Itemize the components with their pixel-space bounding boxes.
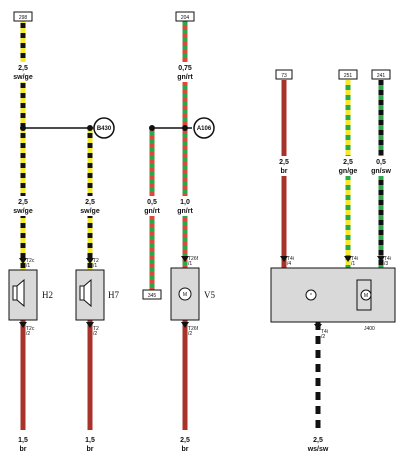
svg-text:J400: J400: [364, 326, 375, 332]
speaker-icon: [12, 285, 18, 301]
motor-icon: [178, 287, 192, 301]
label-bottom-2: 1,5 br: [85, 437, 95, 453]
component-h2: H2 T2c /1 T2c /2: [8, 258, 53, 337]
svg-text:M: M: [364, 293, 368, 299]
svg-text:T2: T2: [93, 326, 99, 332]
svg-text:1,5: 1,5: [85, 437, 95, 444]
terminal-345: 345: [142, 289, 162, 300]
svg-text:0,5: 0,5: [376, 159, 386, 166]
svg-text:T2c: T2c: [26, 326, 35, 332]
label-wire-4-bot: 1,0 gn/rt: [173, 196, 199, 216]
component-v5: M V5 T26f /1 T26f /2: [170, 256, 215, 337]
svg-text:0,75: 0,75: [178, 65, 192, 72]
splice-dot-4: [182, 125, 188, 131]
svg-text:2,5: 2,5: [180, 437, 190, 444]
svg-text:T4i: T4i: [384, 256, 391, 262]
svg-text:M: M: [183, 292, 187, 298]
splice-a106: A106: [193, 117, 215, 139]
svg-text:251: 251: [344, 73, 353, 79]
splice-b430: B430: [93, 117, 115, 139]
label-bottom-1: 1,5 br: [18, 437, 28, 453]
svg-text:345: 345: [148, 293, 157, 299]
svg-text:sw/ge: sw/ge: [80, 208, 100, 215]
svg-text:/4: /4: [287, 261, 291, 267]
svg-text:2,5: 2,5: [18, 199, 28, 206]
connector-arrows: [19, 256, 385, 330]
svg-text:sw/ge: sw/ge: [13, 208, 33, 215]
svg-text:204: 204: [181, 15, 190, 21]
terminal-298: 298: [13, 11, 33, 22]
svg-text:1,0: 1,0: [180, 199, 190, 206]
component-j400: * M J400 T4i /4 T4i /1 T4i /3 T4i /2: [270, 256, 396, 340]
svg-text:gn/ge: gn/ge: [339, 168, 358, 175]
svg-text:B430: B430: [97, 126, 112, 132]
svg-text:2,5: 2,5: [279, 159, 289, 166]
svg-text:br: br: [20, 446, 27, 453]
label-wire-1-top: 2,5 sw/ge: [10, 62, 38, 82]
terminal-73: 73: [275, 69, 293, 80]
svg-text:br: br: [87, 446, 94, 453]
svg-text:T2: T2: [93, 258, 99, 264]
svg-text:T26f: T26f: [188, 256, 199, 262]
svg-text:/1: /1: [93, 263, 97, 269]
svg-text:br: br: [182, 446, 189, 453]
svg-text:2,5: 2,5: [18, 65, 28, 72]
svg-text:/2: /2: [26, 331, 30, 337]
sensor-icon: [305, 289, 317, 301]
motor-icon: [360, 289, 372, 301]
label-wire-7: 0,5 gn/sw: [369, 156, 393, 176]
svg-text:2,5: 2,5: [85, 199, 95, 206]
svg-text:H2: H2: [42, 290, 53, 300]
svg-text:gn/rt: gn/rt: [177, 74, 193, 81]
svg-text:/1: /1: [188, 261, 192, 267]
splice-dot-1: [20, 125, 26, 131]
svg-text:br: br: [281, 168, 288, 175]
svg-text:/2: /2: [93, 331, 97, 337]
terminal-251: 251: [338, 69, 358, 80]
svg-text:T4i: T4i: [321, 329, 328, 335]
svg-text:/2: /2: [321, 334, 325, 340]
splice-dot-3: [149, 125, 155, 131]
terminal-241: 241: [371, 69, 391, 80]
terminal-204: 204: [175, 11, 195, 22]
svg-text:sw/ge: sw/ge: [13, 74, 33, 81]
svg-text:0,5: 0,5: [147, 199, 157, 206]
svg-text:241: 241: [377, 73, 386, 79]
svg-text:/3: /3: [384, 261, 388, 267]
svg-text:T26f: T26f: [188, 326, 199, 332]
svg-text:gn/sw: gn/sw: [371, 168, 391, 175]
label-bottom-4: 2,5 ws/sw: [307, 437, 329, 453]
label-wire-2: 2,5 sw/ge: [77, 196, 105, 216]
svg-text:298: 298: [19, 15, 28, 21]
svg-text:T4i: T4i: [287, 256, 294, 262]
svg-text:T4i: T4i: [351, 256, 358, 262]
speaker-icon: [79, 285, 85, 301]
svg-text:1,5: 1,5: [18, 437, 28, 444]
svg-text:/1: /1: [26, 263, 30, 269]
label-wire-3: 0,5 gn/rt: [140, 196, 164, 216]
svg-text:A106: A106: [197, 126, 212, 132]
label-wire-1-bot: 2,5 sw/ge: [10, 196, 38, 216]
svg-text:73: 73: [281, 73, 287, 79]
svg-text:*: *: [310, 293, 312, 299]
label-wire-5: 2,5 br: [274, 156, 294, 176]
svg-text:/2: /2: [188, 331, 192, 337]
label-wire-4-top: 0,75 gn/rt: [173, 62, 199, 82]
svg-text:/1: /1: [351, 261, 355, 267]
component-h7: H7 T2 /1 T2 /2: [75, 258, 119, 337]
svg-text:T2c: T2c: [26, 258, 35, 264]
svg-text:2,5: 2,5: [313, 437, 323, 444]
label-wire-6: 2,5 gn/ge: [336, 156, 360, 176]
svg-text:gn/rt: gn/rt: [177, 208, 193, 215]
svg-text:gn/rt: gn/rt: [144, 208, 160, 215]
svg-text:V5: V5: [204, 290, 215, 300]
svg-text:2,5: 2,5: [343, 159, 353, 166]
svg-text:ws/sw: ws/sw: [307, 446, 329, 453]
label-bottom-3: 2,5 br: [180, 437, 190, 453]
svg-text:H7: H7: [108, 290, 119, 300]
